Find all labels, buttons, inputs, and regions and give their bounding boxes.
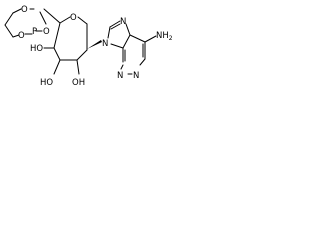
atom-label-oh: HO: [30, 44, 43, 54]
imidazole-ring: [107, 20, 131, 49]
atom-label-o: O: [18, 31, 25, 41]
amine-subscript: 2: [169, 35, 173, 42]
bond: [53, 47, 61, 61]
structure-canvas: O O P O O HO HO OH N N N N NH2: [0, 0, 182, 112]
amine-label: NH: [156, 31, 169, 41]
bond: [53, 22, 61, 49]
atom-label-n: N: [120, 17, 126, 27]
stereo-wedge-bond: [87, 40, 102, 49]
bond: [12, 34, 20, 38]
bond: [120, 64, 124, 70]
atom-label-n: N: [133, 71, 139, 81]
chemical-structure-diagram: O O P O O HO HO OH N N N N NH2: [4, 5, 173, 88]
bond-amine: [144, 35, 157, 43]
bond: [129, 34, 146, 43]
bond-p-to-sugar: [43, 8, 61, 24]
bond: [110, 23, 121, 30]
bond: [12, 8, 22, 14]
bond: [110, 43, 124, 49]
atom-label-o: O: [70, 13, 77, 23]
atom-label-oh: OH: [72, 78, 85, 88]
atom-label-n: N: [102, 39, 108, 49]
bond: [107, 26, 111, 39]
bond: [139, 58, 146, 66]
bond: [59, 16, 71, 24]
bond: [122, 34, 131, 49]
atom-label-nh2: NH2: [156, 31, 173, 42]
pyranose-ring: [53, 16, 88, 61]
atom-label-n: N: [117, 71, 123, 81]
bond-oh-lower-left: [53, 59, 61, 75]
bond: [77, 16, 88, 25]
bond: [76, 49, 88, 61]
pyrimidine-ring: [120, 34, 146, 75]
bond: [39, 11, 47, 25]
dioxaphosphinane-ring: [4, 8, 47, 38]
bond: [4, 24, 14, 38]
atom-label-o: O: [43, 27, 50, 37]
atom-label-o: O: [21, 5, 28, 15]
bond: [4, 12, 14, 26]
atom-label-p: P: [32, 27, 37, 37]
bond: [109, 20, 121, 28]
bond: [125, 23, 131, 36]
atom-label-oh: HO: [40, 78, 53, 88]
bond-oh-lower-right: [76, 59, 80, 75]
